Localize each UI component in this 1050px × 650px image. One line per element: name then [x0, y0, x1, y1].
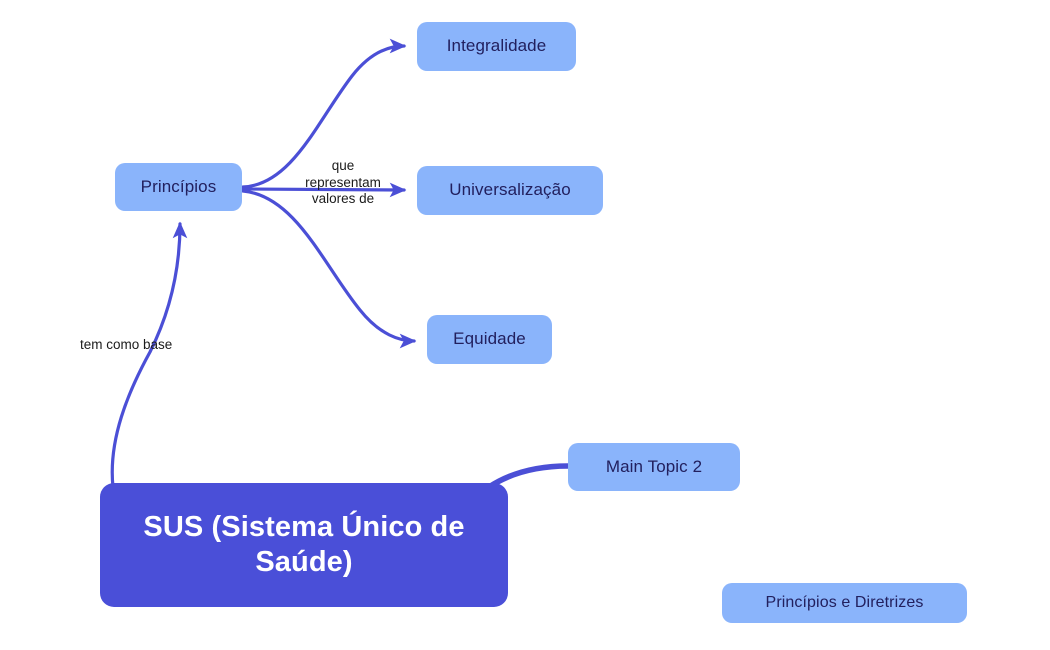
node-main-topic-2[interactable]: Main Topic 2 — [568, 443, 740, 491]
edge-label-que-representam-valores-de: que representam valores de — [305, 158, 381, 207]
node-principios-e-diretrizes-label: Princípios e Diretrizes — [765, 594, 924, 612]
node-main-topic-2-label: Main Topic 2 — [605, 456, 703, 476]
node-principios-e-diretrizes[interactable]: Princípios e Diretrizes — [722, 583, 967, 623]
node-sus-root[interactable]: SUS (Sistema Único de Saúde) — [100, 483, 508, 607]
node-equidade[interactable]: Equidade — [427, 315, 552, 364]
edge-label-tem-como-base: tem como base — [80, 337, 173, 352]
node-universalizacao[interactable]: Universalização — [417, 166, 603, 215]
node-principios-label: Princípios — [140, 176, 217, 196]
node-universalizacao-label: Universalização — [449, 180, 571, 200]
node-integralidade-label: Integralidade — [446, 36, 547, 56]
node-equidade-label: Equidade — [453, 329, 526, 349]
edge-root-to-principios — [110, 221, 188, 489]
node-integralidade[interactable]: Integralidade — [417, 22, 576, 71]
node-principios[interactable]: Princípios — [115, 163, 242, 211]
edge-principios-to-equidade — [241, 189, 417, 349]
node-sus-root-label: SUS (Sistema Único de Saúde) — [143, 511, 465, 578]
